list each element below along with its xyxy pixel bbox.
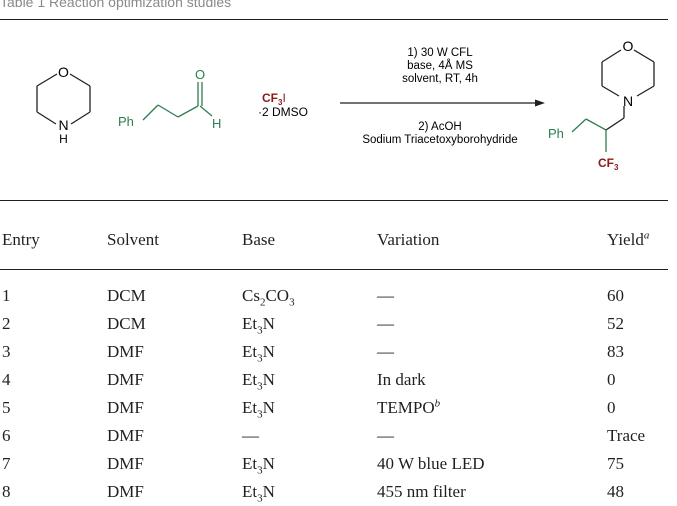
cell-base: —	[242, 426, 259, 445]
cell-base: Et3N	[242, 370, 275, 393]
cell-base: Et3N	[242, 342, 275, 365]
cell-entry: 6	[2, 426, 11, 445]
cell-base: Et3N	[242, 314, 275, 337]
cell-entry: 1	[2, 286, 11, 305]
cell-yield: 0	[607, 398, 616, 417]
table-row: 8 DMF Et3N 455 nm filter 48	[0, 478, 668, 506]
table-row: 1 DCM Cs2CO3 — 60	[0, 282, 668, 310]
cell-solvent: DMF	[107, 342, 144, 361]
cell-solvent: DCM	[107, 286, 146, 305]
aldehyde-h-atom: H	[212, 116, 221, 131]
cell-variation: TEMPOb	[377, 397, 441, 417]
cell-yield: 52	[607, 314, 624, 333]
cell-solvent: DMF	[107, 454, 144, 473]
header-solvent: Solvent	[107, 230, 159, 249]
table-row: 2 DCM Et3N — 52	[0, 310, 668, 338]
cell-variation: 40 W blue LED	[377, 454, 485, 473]
cell-yield: 60	[607, 286, 624, 305]
reagent-dmso: ·2 DMSO	[258, 105, 308, 119]
morpholine-reactant	[36, 73, 91, 125]
cell-solvent: DMF	[107, 482, 144, 501]
morpholine-o-atom: O	[58, 64, 69, 80]
condition-step1-line2: base, 4Å MS	[407, 59, 473, 72]
cell-entry: 4	[2, 370, 11, 389]
cell-base: Et3N	[242, 454, 275, 477]
cell-yield: 75	[607, 454, 624, 473]
cell-base: Et3N	[242, 398, 275, 421]
reagent-cf3i: CF3I	[262, 91, 286, 107]
table-header-row: Entry Solvent Base Variation Yielda	[0, 226, 668, 254]
aldehyde-ph-group: Ph	[118, 114, 134, 129]
cell-entry: 3	[2, 342, 11, 361]
scheme-separator-rule	[0, 200, 668, 201]
morpholine-n-atom: N	[58, 117, 68, 133]
cell-entry: 8	[2, 482, 11, 501]
condition-step2-line2: Sodium Triacetoxyborohydride	[362, 134, 517, 146]
header-entry: Entry	[2, 230, 40, 249]
cell-variation: —	[377, 342, 394, 361]
header-variation: Variation	[377, 230, 440, 249]
aldehyde-reactant	[142, 82, 213, 121]
cell-variation: —	[377, 426, 394, 445]
condition-step1-line3: solvent, RT, 4h	[402, 73, 478, 85]
table-row: 3 DMF Et3N — 83	[0, 338, 668, 366]
cell-variation: —	[377, 314, 394, 333]
table-row: 5 DMF Et3N TEMPOb 0	[0, 394, 668, 422]
product-cf3-group: CF3	[598, 156, 619, 172]
product-ph-group: Ph	[548, 126, 564, 141]
table-row: 7 DMF Et3N 40 W blue LED 75	[0, 450, 668, 478]
condition-step2-line1: 2) AcOH	[418, 121, 461, 133]
cell-base: Et3N	[242, 482, 275, 505]
morpholine-h-atom: H	[59, 132, 68, 146]
reaction-arrow	[340, 99, 545, 107]
cell-entry: 5	[2, 398, 11, 417]
table-row: 6 DMF — — Trace	[0, 422, 668, 450]
cell-variation: —	[377, 286, 394, 305]
reaction-scheme: O N H Ph O H CF3I ·2 DMSO 1) 30 W CFL ba…	[36, 38, 655, 172]
cell-yield: Trace	[607, 426, 646, 445]
cell-solvent: DMF	[107, 426, 144, 445]
cell-yield: 83	[607, 342, 624, 361]
cell-solvent: DMF	[107, 370, 144, 389]
aldehyde-o-atom: O	[195, 67, 205, 82]
cell-solvent: DCM	[107, 314, 146, 333]
condition-step1-line1: 1) 30 W CFL	[407, 47, 473, 59]
header-yield: Yielda	[607, 229, 650, 249]
cell-yield: 48	[607, 482, 624, 501]
product-structure	[571, 49, 655, 152]
product-o-atom: O	[623, 38, 634, 54]
cell-variation: In dark	[377, 370, 426, 389]
header-base: Base	[242, 230, 276, 249]
top-rule	[0, 19, 668, 20]
table-caption: Table 1 Reaction optimization studies	[0, 0, 232, 10]
cell-yield: 0	[607, 370, 616, 389]
cell-variation: 455 nm filter	[377, 482, 466, 501]
cell-base: Cs2CO3	[242, 286, 295, 309]
cell-entry: 2	[2, 314, 11, 333]
product-n-atom: N	[623, 93, 633, 109]
table-row: 4 DMF Et3N In dark 0	[0, 366, 668, 394]
cell-entry: 7	[2, 454, 11, 473]
cell-solvent: DMF	[107, 398, 144, 417]
